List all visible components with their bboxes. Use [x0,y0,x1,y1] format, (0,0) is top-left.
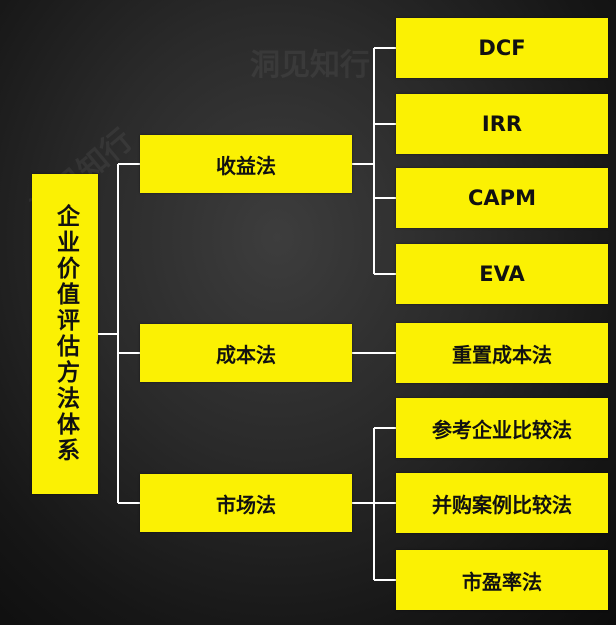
leaf-capm: CAPM [396,168,608,228]
leaf-ma-case: 并购案例比较法 [396,473,608,533]
leaf-irr: IRR [396,94,608,154]
root-node: 企业价值评估方法体系 [32,174,98,494]
leaf-pe-ratio: 市盈率法 [396,550,608,610]
method-market: 市场法 [140,474,352,532]
root-label: 企业价值评估方法体系 [52,204,79,464]
leaf-eva: EVA [396,244,608,304]
method-cost: 成本法 [140,324,352,382]
method-income: 收益法 [140,135,352,193]
leaf-comparable-company: 参考企业比较法 [396,398,608,458]
watermark: 洞见知行 [250,48,370,83]
leaf-replacement-cost: 重置成本法 [396,323,608,383]
leaf-dcf: DCF [396,18,608,78]
